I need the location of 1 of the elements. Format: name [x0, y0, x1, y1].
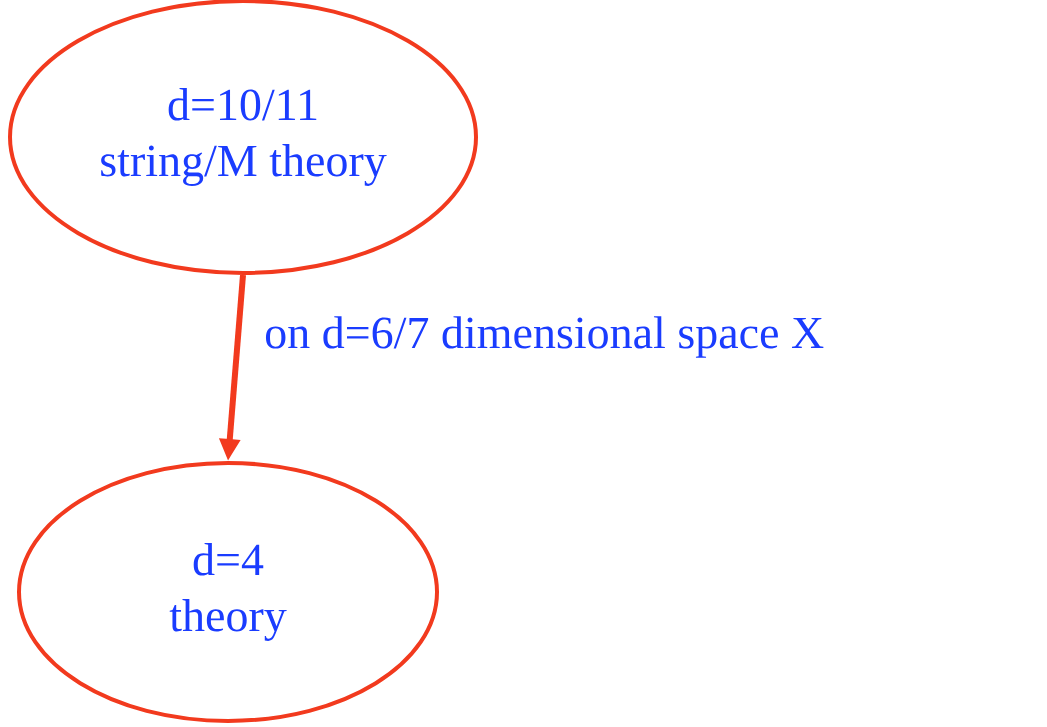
edge-label: on d=6/7 dimensional space X	[265, 316, 824, 358]
